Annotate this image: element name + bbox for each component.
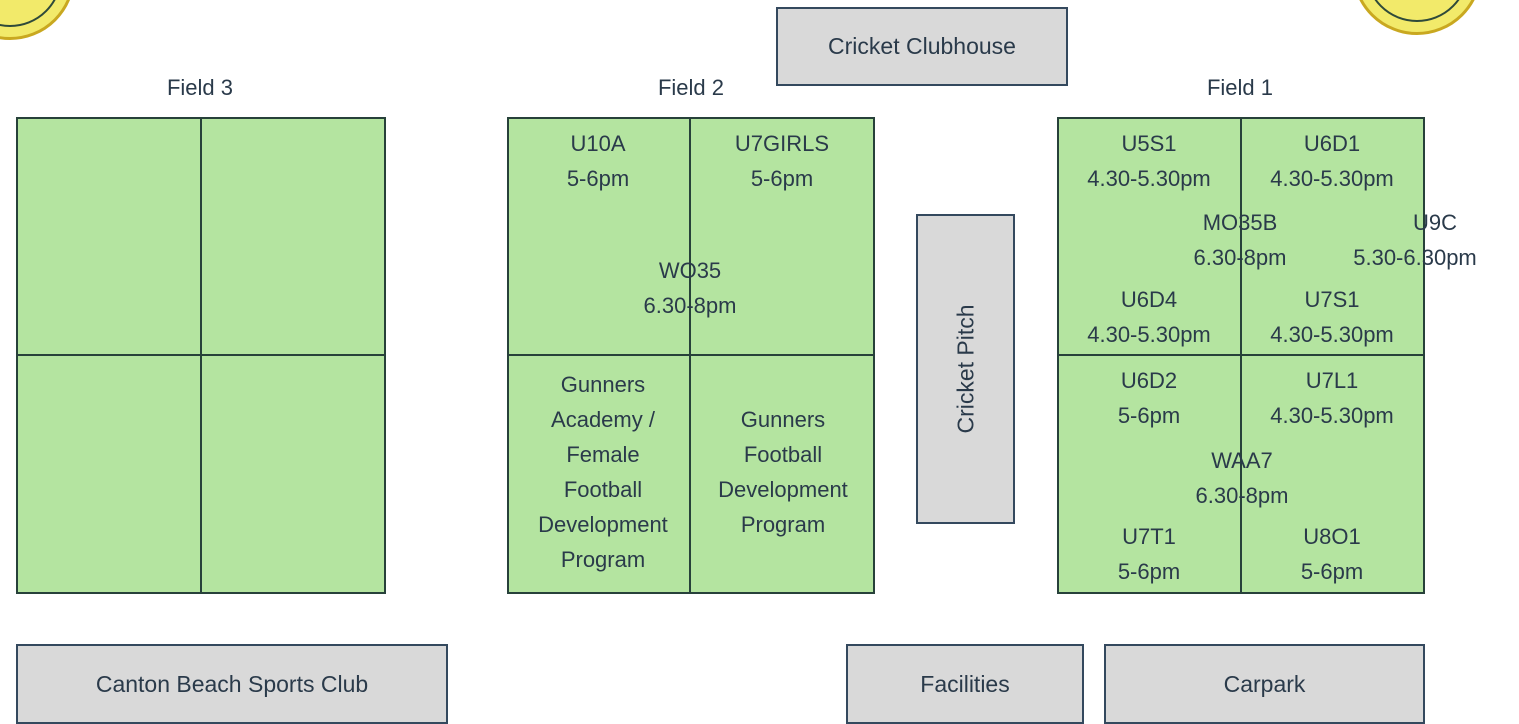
slot-team: MO35B [1202, 210, 1278, 235]
slot-time: 4.30-5.30pm [1270, 166, 1394, 191]
program-line: Academy / [551, 407, 655, 432]
slot-time: 4.30-5.30pm [1270, 403, 1394, 428]
slot-team: U8O1 [1303, 524, 1361, 549]
slot-time: 5-6pm [1117, 559, 1181, 584]
field-divider [507, 354, 875, 356]
field-2-slot: WO35 6.30-8pm [590, 253, 790, 323]
field-divider [1057, 354, 1425, 356]
cricket-pitch-label: Cricket Pitch [952, 304, 978, 434]
slot-time: 5-6pm [750, 166, 814, 191]
sports-club-label: Canton Beach Sports Club [95, 670, 369, 697]
slot-team: U6D4 [1120, 287, 1178, 312]
slot-team: WAA7 [1211, 448, 1273, 473]
slot-team: U5S1 [1121, 131, 1177, 156]
program-line: Football [563, 477, 643, 502]
slot-team: U9C [1412, 210, 1457, 235]
field-1-slot: U7S1 4.30-5.30pm [1242, 282, 1422, 352]
slot-time: 4.30-5.30pm [1087, 166, 1211, 191]
slot-time: 6.30-8pm [1193, 245, 1287, 270]
slot-time: 5-6pm [566, 166, 630, 191]
field-1-slot: U8O1 5-6pm [1242, 519, 1422, 589]
slot-time: 5-6pm [1300, 559, 1364, 584]
slot-team: U6D2 [1120, 368, 1178, 393]
program-line: Female [566, 442, 640, 467]
slot-team: WO35 [658, 258, 722, 283]
field-1-slot: U9C 5.30-6.30pm [1330, 205, 1500, 275]
field-1-title: Field 1 [1206, 75, 1274, 100]
slot-team: U7GIRLS [734, 131, 830, 156]
slot-team: U7S1 [1304, 287, 1360, 312]
slot-team: U10A [570, 131, 626, 156]
club-logo [0, 0, 75, 40]
facilities-label: Facilities [920, 670, 1010, 697]
slot-team: U7L1 [1305, 368, 1359, 393]
field-1-slot: U7L1 4.30-5.30pm [1242, 363, 1422, 433]
slot-time: 4.30-5.30pm [1087, 322, 1211, 347]
slot-team: U6D1 [1303, 131, 1361, 156]
field-2-slot: U7GIRLS 5-6pm [692, 126, 872, 196]
field-1-slot: U5S1 4.30-5.30pm [1059, 126, 1239, 196]
program-line: Program [740, 512, 826, 537]
field-2-title: Field 2 [657, 75, 725, 100]
field-2-slot: U10A 5-6pm [508, 126, 688, 196]
cricket-clubhouse-label: Cricket Clubhouse [828, 33, 1016, 59]
field-2-program: Gunners Football Development Program [692, 402, 874, 542]
club-logo [1352, 0, 1482, 35]
program-line: Football [743, 442, 823, 467]
field-1-slot: U6D4 4.30-5.30pm [1059, 282, 1239, 352]
slot-team: U7T1 [1122, 524, 1176, 549]
program-line: Gunners [560, 372, 646, 397]
canton-beach-sports-club: Canton Beach Sports Club [16, 644, 448, 724]
slot-time: 5.30-6.30pm [1353, 245, 1477, 270]
field-1-slot: U7T1 5-6pm [1059, 519, 1239, 589]
field-1-slot: U6D1 4.30-5.30pm [1242, 126, 1422, 196]
program-line: Development [718, 477, 848, 502]
slot-time: 5-6pm [1117, 403, 1181, 428]
field-1-slot: MO35B 6.30-8pm [1150, 205, 1330, 275]
carpark: Carpark [1104, 644, 1425, 724]
field-1-slot: WAA7 6.30-8pm [1152, 443, 1332, 513]
field-2-program: Gunners Academy / Female Football Develo… [508, 367, 698, 577]
program-line: Gunners [740, 407, 826, 432]
slot-time: 6.30-8pm [643, 293, 737, 318]
facilities: Facilities [846, 644, 1084, 724]
program-line: Development [538, 512, 668, 537]
field-1-slot: U6D2 5-6pm [1059, 363, 1239, 433]
field-3-title: Field 3 [166, 75, 234, 100]
slot-time: 6.30-8pm [1195, 483, 1289, 508]
carpark-label: Carpark [1223, 670, 1306, 697]
slot-time: 4.30-5.30pm [1270, 322, 1394, 347]
program-line: Program [560, 547, 646, 572]
cricket-clubhouse: Cricket Clubhouse [776, 7, 1068, 86]
field-divider [16, 354, 386, 356]
cricket-pitch: Cricket Pitch [916, 214, 1015, 524]
